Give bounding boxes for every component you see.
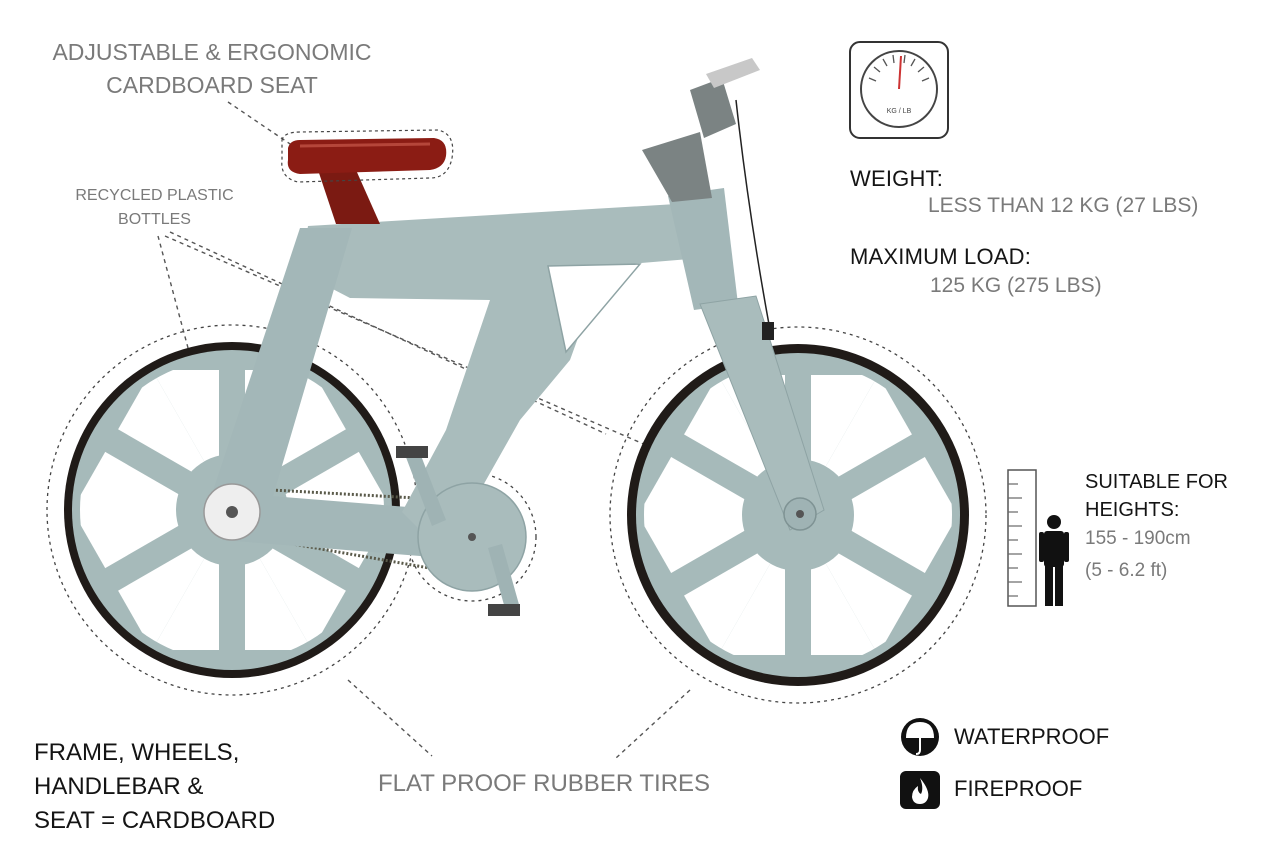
person-icon (1039, 515, 1069, 606)
waterproof-label: WATERPROOF (954, 724, 1110, 749)
leader-seat (227, 101, 297, 149)
height-range-cm: 155 - 190cm (1085, 528, 1191, 549)
weight-label: WEIGHT: (850, 166, 944, 191)
umbrella-icon (901, 718, 939, 756)
materials-line1: FRAME, WHEELS, (34, 739, 240, 766)
height-range-ft: (5 - 6.2 ft) (1085, 560, 1168, 581)
front-hub (783, 497, 817, 531)
height-ruler-icon (1007, 469, 1037, 607)
flame-icon (900, 771, 940, 809)
frame (210, 58, 825, 560)
seat-callout-line1: ADJUSTABLE & ERGONOMIC (52, 39, 372, 65)
materials-line2: HANDLEBAR & (34, 773, 204, 800)
height-label-line1: SUITABLE FOR (1085, 471, 1228, 493)
bottles-callout-line2: BOTTLES (118, 211, 191, 228)
leader-tires-right (615, 689, 691, 759)
bottles-callout-line1: RECYCLED PLASTIC (75, 187, 234, 204)
materials-line3: SEAT = CARDBOARD (34, 807, 276, 834)
height-label-line2: HEIGHTS: (1085, 499, 1180, 521)
seat (281, 129, 454, 224)
bottles-callout: RECYCLED PLASTIC BOTTLES (62, 184, 247, 232)
seat-callout: ADJUSTABLE & ERGONOMIC CARDBOARD SEAT (32, 36, 392, 102)
crank (396, 446, 527, 616)
scale-unit-text: KG / LB (887, 108, 912, 115)
front-wheel-outline (609, 326, 987, 704)
leader-tires-left (347, 679, 433, 757)
max-load-label: MAXIMUM LOAD: (850, 244, 1032, 269)
weight-value: LESS THAN 12 KG (27 LBS) (928, 194, 1199, 217)
tires-callout: FLAT PROOF RUBBER TIRES (378, 770, 711, 797)
materials-callout: FRAME, WHEELS, HANDLEBAR & SEAT = CARDBO… (34, 736, 275, 838)
max-load-value: 125 KG (275 LBS) (930, 274, 1102, 297)
scale-icon: KG / LB (849, 41, 949, 139)
fireproof-label: FIREPROOF (954, 776, 1083, 801)
seat-callout-line2: CARDBOARD SEAT (106, 72, 318, 98)
height-label: SUITABLE FOR HEIGHTS: (1085, 468, 1228, 524)
rear-hub (203, 483, 261, 541)
